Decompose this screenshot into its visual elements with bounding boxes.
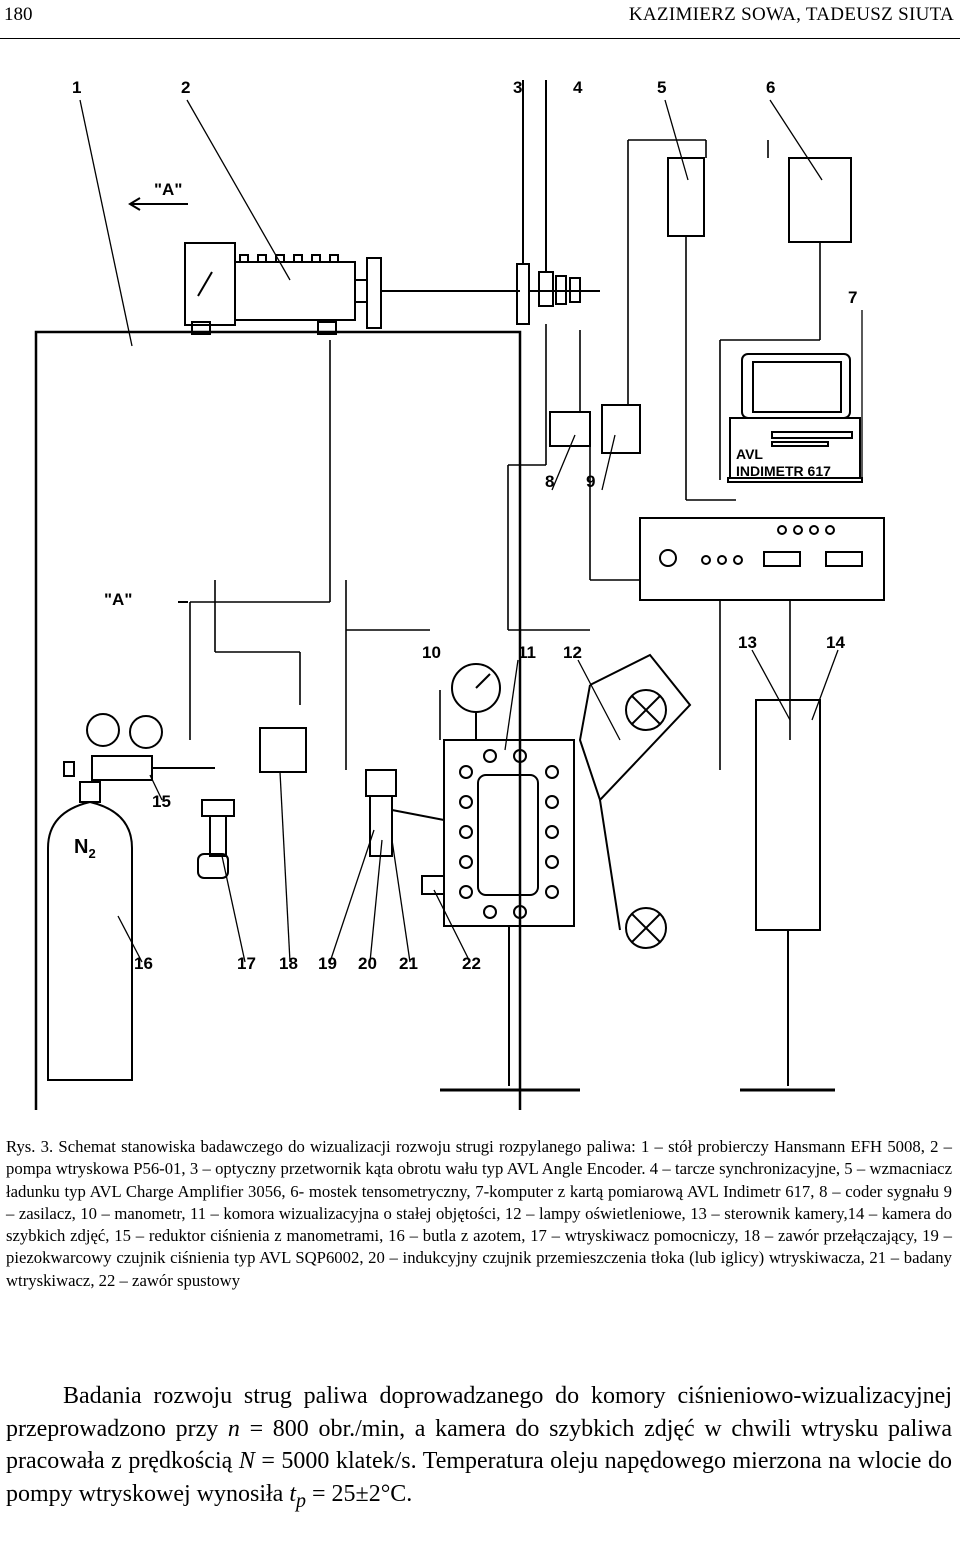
n2-label: N2 bbox=[74, 836, 96, 861]
leader-lines bbox=[79, 99, 863, 963]
label-11: 11 bbox=[518, 643, 536, 662]
label-3: 3 bbox=[513, 78, 523, 97]
camera-controller bbox=[639, 517, 885, 601]
label-12: 12 bbox=[563, 643, 582, 662]
power-supply bbox=[601, 404, 641, 454]
label-21: 21 bbox=[399, 954, 418, 973]
visualization-chamber bbox=[440, 739, 580, 1092]
avl-indimetr-computer bbox=[727, 353, 863, 483]
page-header: 180 KAZIMIERZ SOWA, TADEUSZ SIUTA bbox=[0, 0, 960, 39]
label-9: 9 bbox=[586, 472, 596, 491]
label-5: 5 bbox=[657, 78, 667, 97]
angle-encoder bbox=[516, 80, 600, 325]
body-paragraph: Badania rozwoju strug paliwa doprowadzan… bbox=[6, 1383, 952, 1512]
page-number: 180 bbox=[4, 4, 33, 25]
label-17: 17 bbox=[237, 954, 256, 973]
label-6: 6 bbox=[766, 78, 776, 97]
marker-a-left: "A" bbox=[104, 590, 133, 609]
label-1: 1 bbox=[72, 78, 82, 97]
running-head-authors: KAZIMIERZ SOWA, TADEUSZ SIUTA bbox=[628, 4, 954, 25]
label-15: 15 bbox=[152, 792, 171, 811]
schematic-figure bbox=[34, 80, 885, 1110]
label-16: 16 bbox=[134, 954, 153, 973]
test-bench bbox=[34, 330, 522, 1110]
high-speed-camera bbox=[740, 699, 835, 1092]
label-2: 2 bbox=[181, 78, 191, 97]
label-22: 22 bbox=[462, 954, 481, 973]
label-7: 7 bbox=[848, 288, 858, 307]
pressure-reducer bbox=[63, 713, 215, 781]
marker-a-top: "A" bbox=[154, 180, 183, 199]
nitrogen-cylinder bbox=[47, 781, 133, 1081]
avl-indimetr-label: AVL INDIMETR 617 bbox=[736, 446, 831, 479]
label-18: 18 bbox=[279, 954, 298, 973]
injection-pump bbox=[184, 242, 520, 335]
illumination-lamps bbox=[578, 653, 692, 949]
strain-bridge bbox=[788, 157, 852, 243]
label-8: 8 bbox=[545, 472, 555, 491]
charge-amplifier bbox=[667, 157, 705, 237]
chamber-manometer bbox=[451, 663, 501, 740]
wiring bbox=[189, 139, 821, 770]
figure-caption: Rys. 3. Schemat stanowiska badawczego do… bbox=[6, 1137, 952, 1290]
label-13: 13 bbox=[738, 633, 757, 652]
signal-coder bbox=[549, 411, 591, 447]
auxiliary-injector bbox=[197, 799, 235, 879]
label-19: 19 bbox=[318, 954, 337, 973]
label-20: 20 bbox=[358, 954, 377, 973]
label-4: 4 bbox=[573, 78, 583, 97]
label-10: 10 bbox=[422, 643, 441, 662]
switching-valve bbox=[259, 727, 307, 773]
label-14: 14 bbox=[826, 633, 845, 652]
test-injector-sensors bbox=[365, 769, 445, 895]
